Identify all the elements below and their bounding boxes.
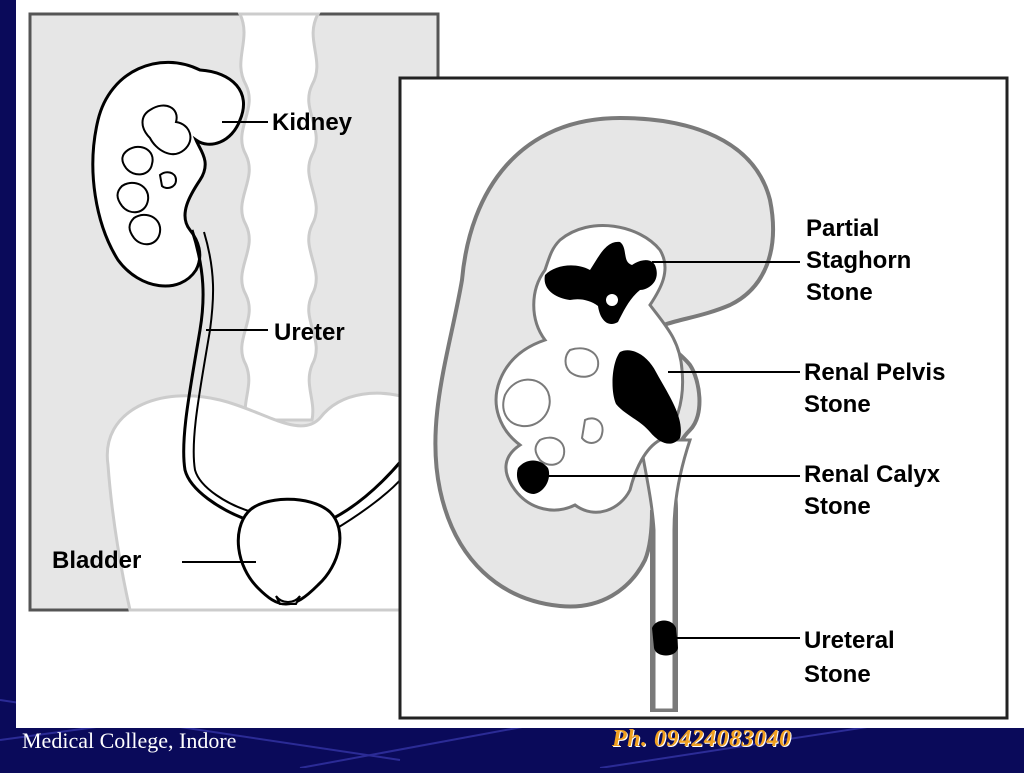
bladder-outlet — [275, 595, 301, 605]
staghorn-stone — [544, 241, 657, 325]
label-kidney: Kidney — [272, 109, 353, 136]
calyx-stone — [516, 460, 550, 494]
label-bladder: Bladder — [52, 547, 141, 574]
footer-phone: Ph. 09424083040 — [612, 726, 792, 752]
right-ureter-channel — [638, 438, 693, 712]
left-ureter — [182, 229, 249, 522]
label-line: Ureteral — [804, 627, 895, 654]
label-ureteral-stone: Ureteral Stone — [804, 627, 895, 688]
bladder-shape — [236, 497, 342, 606]
label-renal-pelvis-stone: Renal Pelvis Stone — [804, 359, 945, 418]
label-ureter: Ureter — [274, 319, 345, 346]
right-ureter-inner — [333, 477, 403, 531]
label-line: Renal Calyx — [804, 461, 941, 488]
label-line: Staghorn — [806, 247, 911, 274]
left-kidney-calyces — [116, 104, 192, 246]
label-line: Stone — [804, 493, 871, 520]
label-line: Stone — [804, 661, 871, 688]
label-line: Stone — [806, 279, 873, 306]
label-line: Partial — [806, 215, 879, 242]
footer-institution: Medical College, Indore — [22, 728, 237, 753]
label-line: Renal Pelvis — [804, 359, 945, 386]
label-partial-staghorn-stone: Partial Staghorn Stone — [806, 215, 911, 306]
left-panel: Kidney Ureter Bladder — [28, 12, 440, 612]
ureteral-stone — [652, 620, 678, 656]
right-panel: Partial Staghorn Stone Renal Pelvis Ston… — [398, 76, 1009, 720]
left-ureter-inner — [192, 231, 253, 513]
calyx-lobes — [502, 347, 604, 466]
spine-shape — [237, 12, 321, 422]
right-ureter — [329, 459, 404, 522]
label-line: Stone — [804, 391, 871, 418]
staghorn-stone-hole — [606, 294, 618, 306]
pelvis-stone — [612, 350, 681, 444]
label-renal-calyx-stone: Renal Calyx Stone — [804, 461, 941, 520]
